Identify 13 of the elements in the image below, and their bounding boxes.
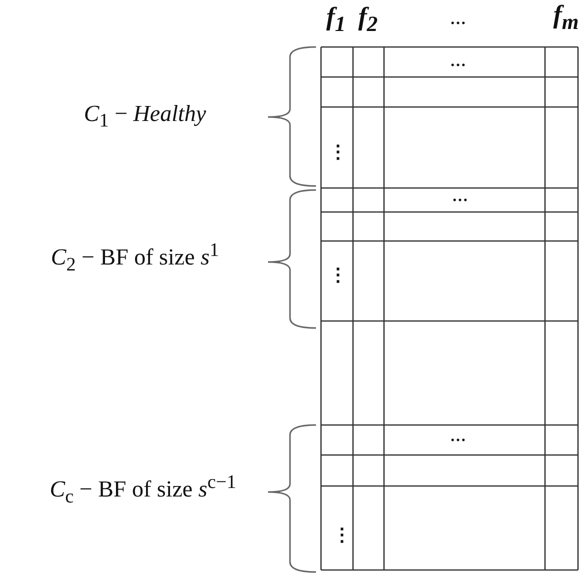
vertical-ellipsis: ⋮ [329, 266, 347, 284]
ellipsis: … [450, 429, 466, 445]
ellipsis: … [450, 54, 466, 70]
column-header: f$_{m}$ [553, 2, 579, 34]
vertical-ellipsis: ⋮ [333, 526, 351, 544]
class-label: C$_{c}$ − BF of size s$^{c−1}$ [50, 473, 236, 507]
ellipsis: … [450, 12, 466, 28]
column-header: f$_{1}$ [326, 4, 346, 36]
class-label: C$_{2}$ − BF of size s$^{1}$ [50, 241, 220, 275]
vertical-ellipsis: ⋮ [329, 143, 347, 161]
column-header: f$_{2}$ [358, 4, 378, 36]
class-label: C$_{1}$ − Healthy [84, 102, 206, 130]
ellipsis: … [452, 189, 468, 205]
